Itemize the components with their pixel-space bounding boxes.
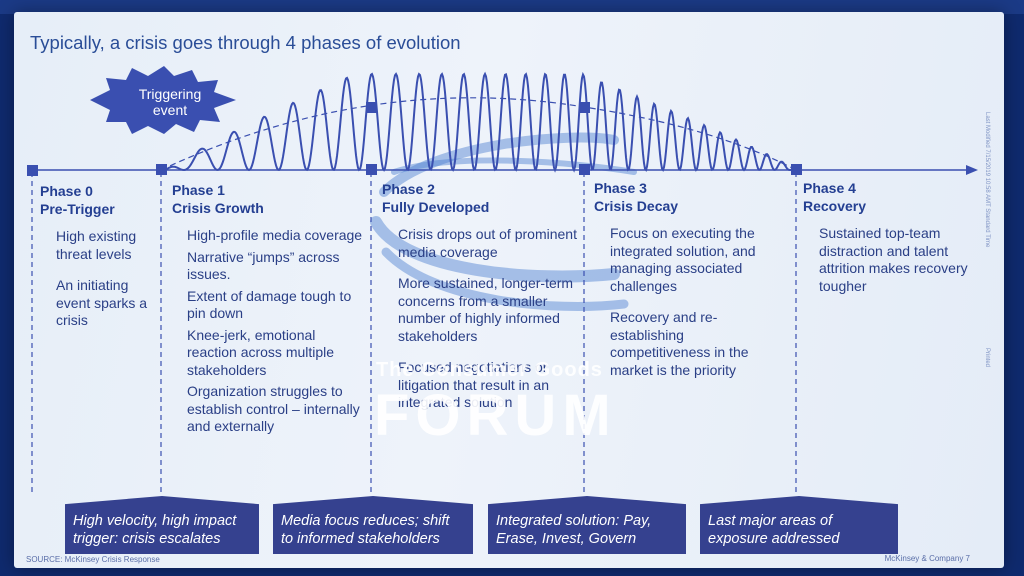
- phase-2-banner-text: Media focus reduces; shift to informed s…: [281, 513, 450, 547]
- phase-1-number: Phase 1: [172, 182, 225, 198]
- phase-4-header: Phase 4 Recovery: [803, 179, 866, 215]
- phase-1-bullet: Knee-jerk, emotional reaction across mul…: [187, 326, 335, 378]
- phase-2-bullet: Crisis drops out of prominent media cove…: [398, 226, 577, 260]
- phase-2-bullets: Crisis drops out of prominent media cove…: [398, 226, 578, 426]
- side-note-printed: Printed: [984, 348, 990, 368]
- crisis-wave-diagram: [27, 66, 978, 496]
- phase-2-header: Phase 2 Fully Developed: [382, 180, 489, 216]
- phase-4-number: Phase 4: [803, 180, 856, 196]
- phase-1-header: Phase 1 Crisis Growth: [172, 181, 264, 217]
- slide-title: Typically, a crisis goes through 4 phase…: [30, 32, 461, 53]
- phase-1-banner-text: High velocity, high impact trigger: cris…: [73, 513, 237, 547]
- phase-2-banner: Media focus reduces; shift to informed s…: [273, 496, 473, 554]
- phase-0-name: Pre-Trigger: [40, 201, 115, 217]
- phase-3-header: Phase 3 Crisis Decay: [594, 179, 678, 215]
- timeline-arrow: [966, 165, 978, 175]
- phase-markers: [27, 102, 802, 176]
- phase-1-bullets: High-profile media coverage Narrative “j…: [187, 227, 367, 440]
- phase-4-bullets: Sustained top-team distraction and talen…: [819, 225, 987, 309]
- phase-3-bullets: Focus on executing the integrated soluti…: [610, 225, 786, 393]
- phase-1-banner: High velocity, high impact trigger: cris…: [65, 496, 259, 554]
- phase-4-name: Recovery: [803, 198, 867, 214]
- watermark-title: FORUM: [374, 383, 617, 448]
- phase-0-header: Phase 0 Pre-Trigger: [40, 182, 115, 218]
- phase-2-name: Fully Developed: [382, 199, 490, 215]
- phase-3-banner-text: Integrated solution: Pay, Erase, Invest,…: [496, 513, 652, 547]
- phase-1-name: Crisis Growth: [172, 200, 264, 216]
- phase-0-number: Phase 0: [40, 183, 93, 199]
- phase-3-banner: Integrated solution: Pay, Erase, Invest,…: [488, 496, 686, 554]
- phase-1-bullet: High-profile media coverage: [187, 227, 363, 243]
- phase-4-banner: Last major areas of exposure addressed: [700, 496, 898, 554]
- phase-1-bullet: Organization struggles to establish cont…: [187, 383, 360, 434]
- phase-3-bullet: Focus on executing the integrated soluti…: [610, 225, 756, 294]
- phase-2-bullet: More sustained, longer-term concerns fro…: [398, 275, 574, 344]
- phase-1-bullet: Narrative “jumps” across issues.: [187, 248, 340, 283]
- phase-0-bullet: High existing threat levels: [56, 228, 137, 262]
- phase-dividers: [31, 172, 797, 496]
- trend-envelope: [160, 97, 797, 171]
- phase-4-bullet: Sustained top-team distraction and talen…: [819, 225, 968, 294]
- phase-2-bullet: Focused negotiations or litigation that …: [398, 359, 549, 410]
- phase-1-bullet: Extent of damage tough to pin down: [187, 287, 352, 322]
- watermark-subtitle: The Consumer Goods: [376, 359, 603, 381]
- phase-4-banner-text: Last major areas of exposure addressed: [708, 513, 840, 547]
- phase-3-name: Crisis Decay: [594, 198, 679, 214]
- presentation-slide: Typically, a crisis goes through 4 phase…: [14, 12, 1004, 568]
- phase-0-bullets: High existing threat levels An initiatin…: [56, 228, 152, 344]
- crisis-oscillation: [165, 71, 797, 173]
- trigger-starburst: [90, 66, 236, 134]
- stage-background: [0, 0, 1024, 14]
- phase-0-bullet: An initiating event sparks a crisis: [56, 277, 148, 328]
- footer-credit: McKinsey & Company 7: [884, 554, 970, 563]
- watermark-swirl: [370, 132, 637, 311]
- side-note: Last Modified 7/15/2019 10:58 AMT Standa…: [984, 112, 990, 248]
- phase-3-bullet: Recovery and re-establishing competitive…: [610, 309, 749, 378]
- phase-3-number: Phase 3: [594, 180, 647, 196]
- phase-2-number: Phase 2: [382, 181, 435, 197]
- source-note: SOURCE: McKinsey Crisis Response: [26, 555, 160, 564]
- triggering-event-label: Triggering event: [138, 86, 202, 118]
